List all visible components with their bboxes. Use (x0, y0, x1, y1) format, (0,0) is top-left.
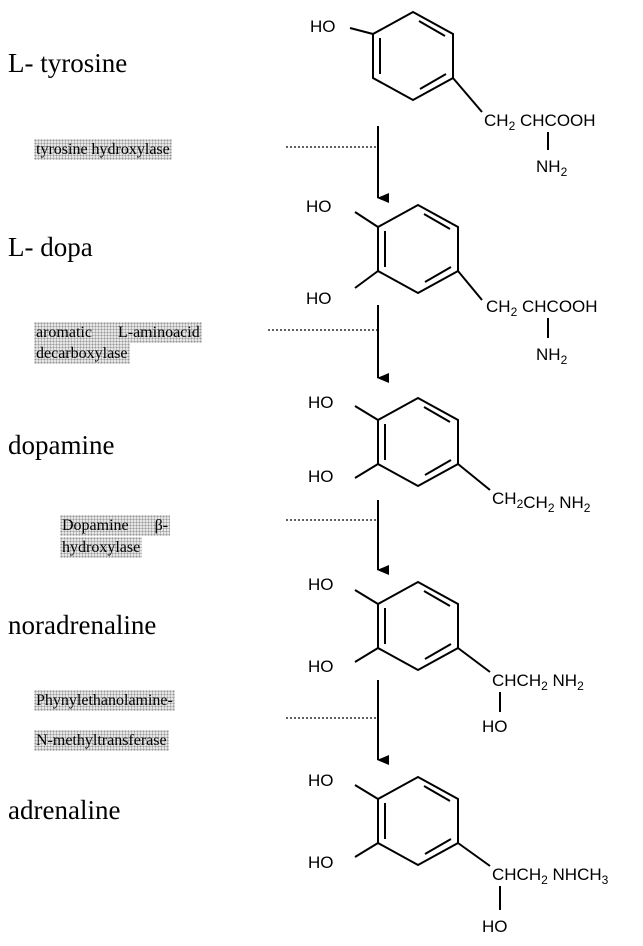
adrenaline-chain-label: CHCH2 NHCH3 (492, 865, 609, 887)
tyrosine-benzene-ring (372, 10, 454, 102)
tyrosine-ch2-label: CH2 CHCOOH (484, 111, 596, 133)
noradrenaline-ho1-label: HO (308, 575, 334, 594)
dopa-ho2-label: HO (306, 289, 332, 308)
compound-adrenaline: adrenaline (8, 795, 121, 825)
dopamine-chain-label: CH2CH2 NH2 (492, 489, 591, 515)
enzyme-pnmt-line2: N-methyltransferase (34, 730, 169, 751)
noradrenaline-oh-label: HO (482, 717, 508, 736)
compound-l-dopa: L- dopa (8, 232, 93, 262)
dopamine-benzene-ring (377, 396, 459, 488)
adrenaline-oh-label: HO (482, 917, 508, 936)
adrenaline-benzene-ring (377, 775, 459, 867)
noradrenaline-chain-label: CHCH2 NH2 (492, 671, 584, 693)
structure-tyrosine: HO CH2 CHCOOH NH2 (310, 10, 596, 179)
adrenaline-ho1-label: HO (308, 771, 334, 790)
compound-dopamine: dopamine (8, 430, 115, 460)
enzyme-dopamine-beta-hydroxylase-line2: hydroxylase (60, 537, 143, 558)
dopa-nh2-label: NH2 (536, 345, 568, 367)
dopa-benzene-ring (377, 203, 459, 295)
enzyme-aromatic-l-aminoacid-decarboxylase-line2: decarboxylase (34, 343, 130, 364)
noradrenaline-ho2-label: HO (308, 657, 334, 676)
enzyme-pnmt: Phynylethanolamine- (34, 690, 175, 711)
dopamine-ho2-label: HO (308, 467, 334, 486)
structure-noradrenaline: HO HO CHCH2 NH2 HO (308, 575, 584, 736)
dopamine-ho1-label: HO (308, 393, 334, 412)
compound-l-tyrosine: L- tyrosine (8, 48, 128, 78)
dopa-ch2-label: CH2 CHCOOH (486, 297, 598, 319)
tyrosine-ho-label: HO (310, 17, 336, 36)
dopa-ho1-label: HO (306, 197, 332, 216)
enzyme-tyrosine-hydroxylase: tyrosine hydroxylase (34, 139, 172, 160)
noradrenaline-benzene-ring (377, 580, 459, 672)
structure-l-dopa: HO HO CH2 CHCOOH NH2 (306, 197, 598, 367)
structure-adrenaline: HO HO CHCH2 NHCH3 HO (308, 771, 609, 936)
structure-dopamine: HO HO CH2CH2 NH2 (308, 393, 591, 515)
tyrosine-nh2-label: NH2 (536, 157, 568, 179)
adrenaline-ho2-label: HO (308, 853, 334, 872)
compound-noradrenaline: noradrenaline (8, 610, 157, 640)
